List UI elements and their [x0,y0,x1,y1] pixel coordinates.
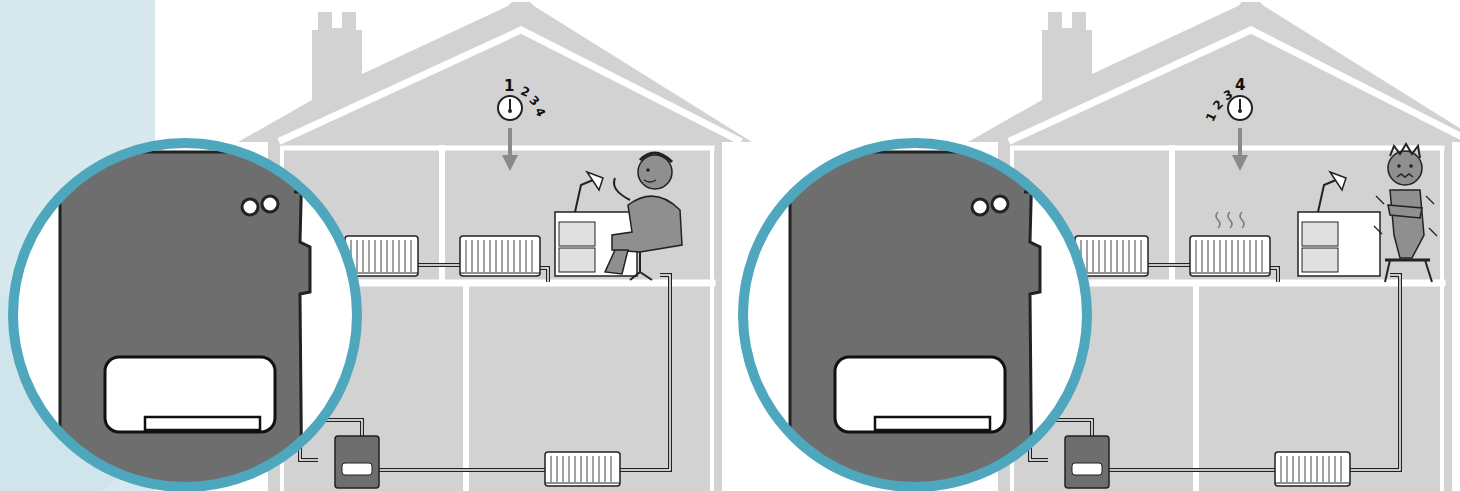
pipe [540,268,548,282]
boiler [778,152,1040,491]
pipe [1350,275,1400,470]
dial-number: 3 [1222,88,1235,102]
cold-panel [743,2,1460,491]
dial-number: 3 [527,94,541,108]
pipe [418,263,460,267]
pipe [620,275,670,470]
pipe-core [1270,268,1278,282]
boiler [48,152,310,491]
cold-person [1374,144,1437,282]
arrow [1238,128,1242,163]
dial-number: 2 [519,85,532,99]
warm-panel [13,2,752,491]
pipe-core [1148,264,1190,266]
small-boiler [335,436,379,488]
dial-number: 1 [504,79,514,94]
desk [1298,172,1380,276]
desk [555,172,637,276]
pipe [378,468,545,472]
pipe-core [1108,469,1275,471]
radiator [1275,452,1350,486]
thermostat [498,96,522,163]
pipe [1148,263,1190,267]
dial-number: 4 [533,106,547,119]
pipe-core [418,264,460,266]
small-boiler [1065,436,1109,488]
dial-number: 2 [1211,98,1225,112]
radiator [1190,236,1270,276]
pipe-core [378,469,545,471]
pipe-core [1350,275,1400,470]
pipe [1108,468,1275,472]
pipe-core [620,275,670,470]
dial-number: 4 [1235,78,1245,93]
warm-person [605,153,682,280]
radiator [460,236,540,276]
arrow [508,128,512,163]
radiator [545,452,620,486]
thermostat [1228,96,1252,163]
magnifier [743,143,1087,491]
pipe [1270,268,1278,282]
dial-number: 1 [1204,111,1218,124]
heat-waves [1216,212,1244,228]
pipe-core [540,268,548,282]
magnifier [13,143,357,491]
